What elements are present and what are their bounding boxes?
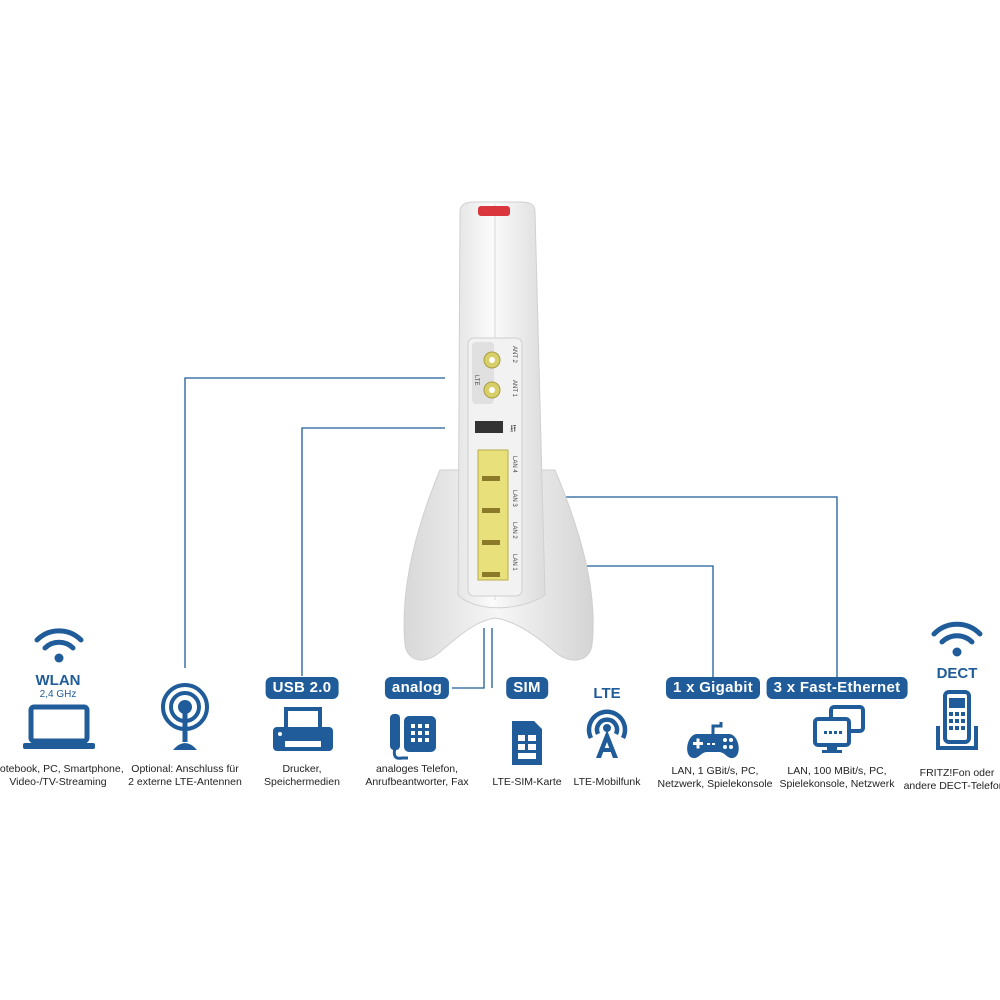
wlan-title: WLAN — [35, 672, 81, 689]
analog-badge: analog — [384, 677, 450, 699]
printer-icon — [273, 707, 333, 751]
svg-text:ANT 2: ANT 2 — [511, 346, 517, 364]
router-red-button — [478, 206, 510, 216]
cell-tower-icon — [586, 709, 628, 758]
lan2-label: LAN 2 — [511, 522, 517, 539]
connector-gigabit — [540, 565, 714, 678]
usb-port — [475, 421, 503, 433]
lte-title: LTE — [593, 685, 621, 702]
connector-analog — [452, 628, 485, 689]
lan4-label: LAN 4 — [511, 456, 517, 473]
monitors-icon — [813, 705, 865, 753]
sim-caption: LTE-SIM-Karte — [492, 776, 562, 788]
cordless-phone-icon — [936, 690, 978, 750]
lte-port-label: LTE — [473, 375, 479, 386]
fast-ethernet-badge: 3 x Fast-Ethernet — [766, 677, 908, 699]
connector-fast-ethernet — [540, 496, 838, 678]
wifi-icon — [34, 628, 84, 663]
dect-title: DECT — [936, 665, 978, 682]
lan1-label: LAN 1 — [511, 554, 517, 571]
fast-ethernet-caption: LAN, 100 MBit/s, PC,Spielekonsole, Netzw… — [779, 765, 895, 790]
laptop-icon — [23, 704, 95, 749]
gigabit-caption: LAN, 1 GBit/s, PC,Netzwerk, Spielekonsol… — [657, 765, 773, 790]
sim-badge: SIM — [506, 677, 548, 699]
analog-caption: analoges Telefon,Anrufbeantworter, Fax — [365, 763, 469, 788]
svg-text:ANT 1: ANT 1 — [511, 380, 517, 398]
connector-antenna — [184, 377, 445, 668]
usb-badge: USB 2.0 — [265, 677, 339, 699]
lte-caption: LTE-Mobilfunk — [573, 776, 641, 788]
lan3-label: LAN 3 — [511, 490, 517, 507]
sim-card-icon — [512, 721, 542, 765]
gamepad-icon — [687, 722, 739, 759]
antenna-icon — [161, 683, 209, 750]
dect-wireless-icon — [931, 621, 983, 657]
router-device: LTE ANT 2 ANT 1 ⭿ LAN 4 LAN 3 LAN 2 LAN … — [403, 201, 594, 661]
usb-symbol-icon: ⭿ — [510, 424, 516, 435]
wlan-frequency: 2,4 GHz — [39, 689, 77, 700]
lan-ports — [477, 449, 509, 581]
gigabit-badge: 1 x Gigabit — [666, 677, 760, 699]
connector-usb — [301, 427, 445, 676]
telephone-icon — [390, 714, 436, 760]
usb-caption: Drucker,Speichermedien — [264, 763, 340, 788]
wlan-caption: Notebook, PC, Smartphone,Video-/TV-Strea… — [0, 763, 124, 788]
